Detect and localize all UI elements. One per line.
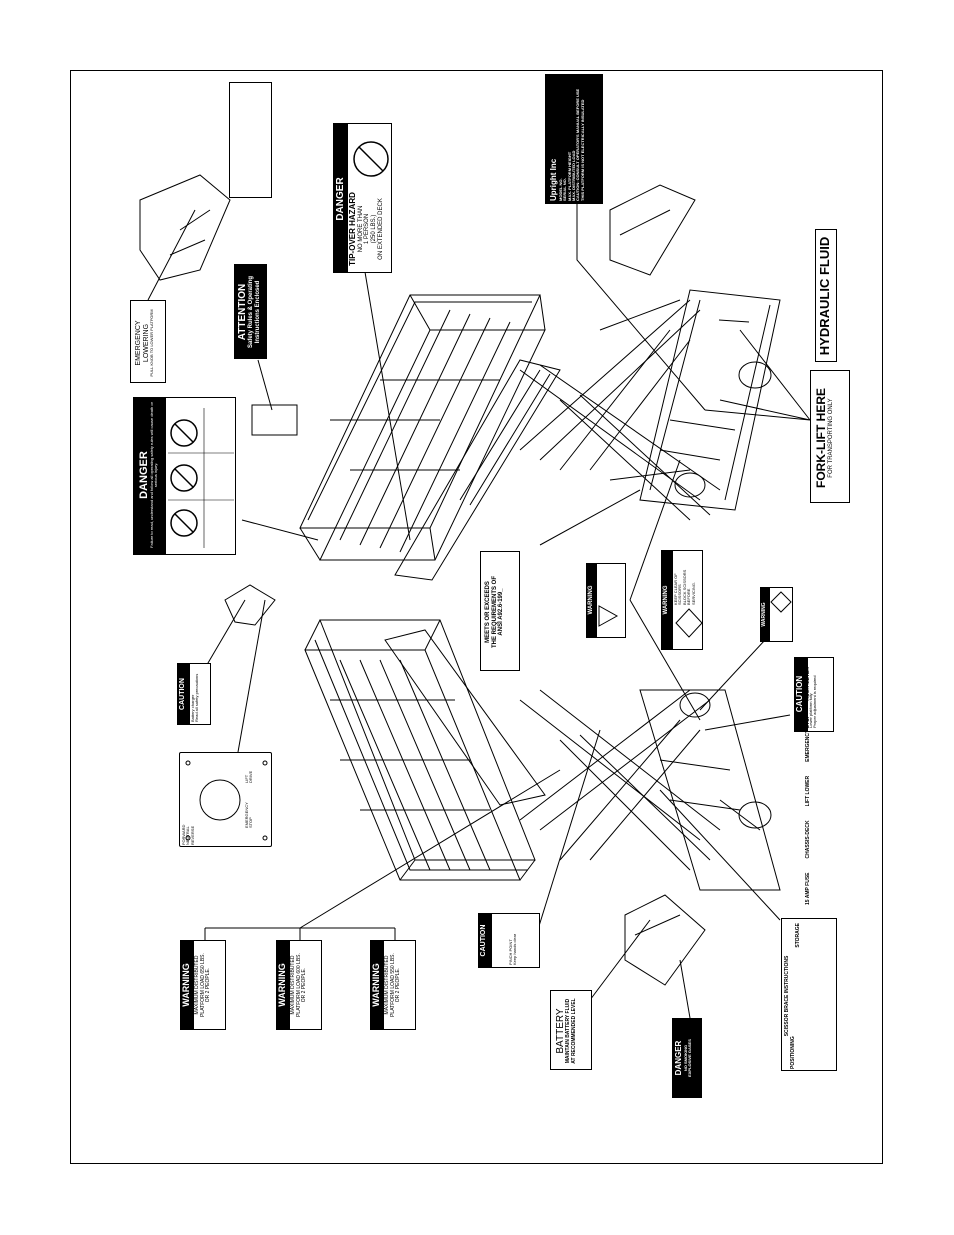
caution-right-line2: Proper adjustment is required bbox=[812, 675, 818, 728]
warning-600-heading: WARNING bbox=[277, 963, 287, 1007]
warning-550-line3: OR 2 PEOPLE. bbox=[395, 967, 401, 1003]
warning-scissors-decal: WARNING KEEP CLEAR OF SCISSORS BLOCK SCI… bbox=[661, 550, 703, 650]
attention-text1: Safety Rules & Operating bbox=[248, 275, 254, 349]
serial-brand: Upright bbox=[549, 172, 558, 201]
warning-load-650: WARNING MAXIMUM DISTRIBUTED PLATFORM LOA… bbox=[180, 940, 226, 1030]
warning-600-line3: OR 2 PEOPLE. bbox=[301, 967, 307, 1003]
warning-load-600: WARNING MAXIMUM DISTRIBUTED PLATFORM LOA… bbox=[276, 940, 322, 1030]
upper-lift-drawing bbox=[299, 289, 781, 581]
battery-tray-detail-bottom bbox=[624, 894, 706, 986]
battery-tray-detail-top bbox=[609, 184, 696, 276]
warning-battery-decal: WARNING bbox=[760, 587, 793, 642]
danger-main-decal: DANGER Failure to read, understand and f… bbox=[133, 397, 236, 555]
fork-lift-line2: FOR TRANSPORTING ONLY bbox=[828, 398, 835, 478]
ansi-line2: THE REQUIREMENTS OF bbox=[491, 576, 498, 649]
warning-650-line3: OR 2 PEOPLE. bbox=[205, 967, 211, 1003]
control-module bbox=[224, 584, 276, 626]
ansi-decal: MEETS OR EXCEEDS THE REQUIREMENTS OF ANS… bbox=[480, 551, 520, 671]
prohibition-icons bbox=[168, 408, 234, 548]
caution-pinch-heading: CAUTION bbox=[480, 924, 487, 957]
hydraulic-fluid-decal: HYDRAULIC FLUID bbox=[815, 229, 837, 362]
control-panel-reverse: REVERSE bbox=[189, 825, 195, 845]
brace-storage: STORAGE bbox=[795, 923, 801, 948]
warning-550-heading: WARNING bbox=[371, 963, 381, 1007]
danger-battery-decal: DANGER NO SMOKING EXPLOSIVE GASES bbox=[672, 1018, 702, 1098]
caution-pinch-decal: CAUTION PINCH POINT Keep hands clear bbox=[478, 913, 540, 968]
manual-box bbox=[251, 404, 298, 436]
warning-650-heading: WARNING bbox=[181, 963, 191, 1007]
caution-battery-heading: CAUTION bbox=[179, 678, 186, 710]
control-panel-left2: DRIVE bbox=[248, 770, 254, 783]
caution-battery-decal: CAUTION Battery charger Read all safety … bbox=[177, 663, 211, 725]
attention-decal: ATTENTION Safety Rules & Operating Instr… bbox=[234, 264, 267, 359]
label-chassis-deck: CHASSIS-DECK bbox=[805, 820, 811, 859]
emergency-lowering-fine: PULL KNOB TO LOWER PLATFORM bbox=[149, 309, 155, 377]
corrosive-icon bbox=[770, 591, 792, 613]
caution-pinch-line2: Keep hands clear bbox=[512, 933, 518, 965]
fork-lift-decal: FORK-LIFT HERE FOR TRANSPORTING ONLY bbox=[810, 370, 850, 503]
label-hour-meter: HOUR METER bbox=[805, 667, 811, 701]
hydraulic-fluid-text: HYDRAULIC FLUID bbox=[817, 236, 832, 356]
no-climbing-icon bbox=[353, 141, 389, 177]
control-box-detail bbox=[139, 174, 231, 281]
page-frame bbox=[70, 70, 883, 1164]
label-lift-lower: LIFT LOWER bbox=[805, 775, 811, 807]
control-labels: 15 AMP FUSE CHASSIS-DECK LIFT LOWER EMER… bbox=[805, 667, 811, 905]
emergency-lowering-line1: EMERGENCY bbox=[135, 320, 142, 366]
attention-heading: ATTENTION bbox=[237, 283, 248, 341]
brace-instructions-decal: SCISSOR BRACE INSTRUCTIONS POSITIONING S… bbox=[781, 918, 837, 1071]
emergency-lowering-decal: EMERGENCY LOWERING PULL KNOB TO LOWER PL… bbox=[130, 300, 166, 383]
fork-lift-line1: FORK-LIFT HERE bbox=[814, 388, 828, 488]
danger-tipover-decal: DANGER TIP-OVER HAZARD NO MORE THAN 1 PE… bbox=[333, 123, 392, 273]
caution-right-heading: CAUTION bbox=[795, 675, 804, 713]
control-panel-graphic bbox=[185, 760, 268, 841]
blank-box bbox=[229, 82, 272, 198]
label-fuse: 15 AMP FUSE bbox=[805, 872, 811, 905]
caution-battery-line2: Read all safety precautions bbox=[194, 673, 200, 722]
serial-plate: Upright Inc MODEL NO. SERIAL NO. MAX. PL… bbox=[545, 74, 603, 204]
lower-lift-drawing bbox=[304, 619, 781, 891]
crush-hazard-icon bbox=[675, 608, 702, 638]
battery-line3: AT RECOMMENDED LEVEL bbox=[570, 998, 577, 1064]
control-panel-right2: STOP bbox=[248, 817, 254, 828]
serial-brand-suffix: Inc bbox=[549, 158, 558, 171]
ansi-line1: MEETS OR EXCEEDS bbox=[485, 581, 491, 643]
attention-text2: Instructions Enclosed bbox=[254, 280, 261, 344]
control-panel-plate: LIFT DRIVE EMERGENCY STOP FORWARD NEUTRA… bbox=[179, 752, 272, 847]
label-emergency-stop: EMERGENCY STOP bbox=[805, 714, 811, 762]
caution-right-decal: CAUTION Lower platform fully Proper adju… bbox=[794, 657, 834, 732]
ansi-line3: ANSI A92.6-199_ bbox=[498, 588, 505, 636]
serial-row-6: THIS PLATFORM IS NOT ELECTRICALLY INSULA… bbox=[579, 99, 585, 201]
explosion-icon bbox=[598, 605, 619, 627]
warning-load-550: WARNING MAXIMUM DISTRIBUTED PLATFORM LOA… bbox=[370, 940, 416, 1030]
danger-battery-line2: EXPLOSIVE GASES bbox=[687, 1039, 693, 1077]
battery-decal: BATTERY MAINTAIN BATTERY FLUID AT RECOMM… bbox=[550, 990, 592, 1070]
warning-explosion-decal: WARNING bbox=[586, 563, 626, 638]
